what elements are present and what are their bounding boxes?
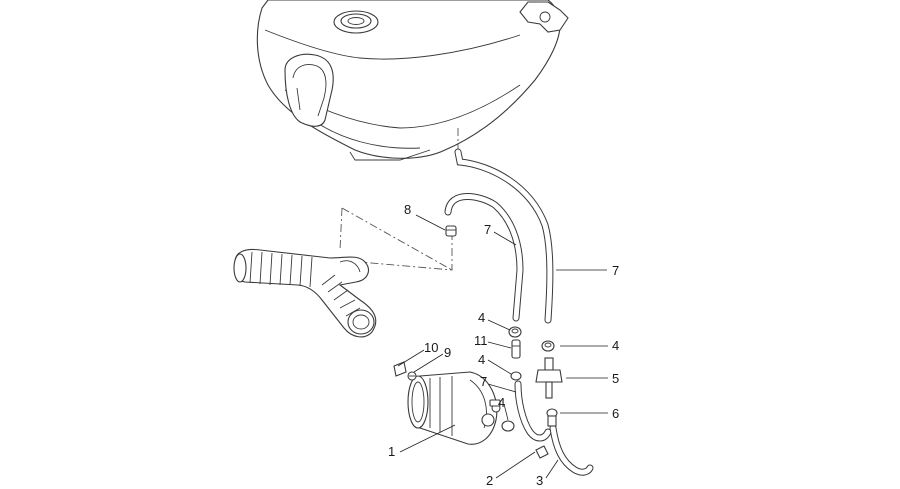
callout-3: 3 [536, 473, 543, 488]
callout-9: 9 [444, 345, 451, 360]
evap-canister [407, 371, 501, 445]
breather-hose-mid [444, 193, 524, 322]
callout-7-b: 7 [612, 263, 619, 278]
fuel-tank [256, 0, 569, 161]
clamp-4c [541, 340, 555, 352]
center-line-intake-c [359, 232, 453, 271]
clamp-6 [546, 408, 558, 427]
callout-11: 11 [474, 333, 488, 348]
bracket-10 [393, 361, 407, 377]
callout-2: 2 [486, 473, 493, 488]
callout-1: 1 [388, 444, 395, 459]
callout-labels: 1 2 3 4 4 4 4 5 6 7 7 7 8 9 10 11 [388, 202, 619, 488]
callout-6: 6 [612, 406, 619, 421]
screw-9 [407, 371, 417, 381]
callout-7-c: 7 [480, 374, 487, 389]
clamp-4a [508, 326, 522, 338]
plug-8 [445, 225, 457, 237]
fitting-11 [511, 339, 521, 359]
callout-4-c: 4 [612, 338, 619, 353]
breather-hose-short [514, 380, 552, 442]
callout-4-b: 4 [478, 352, 485, 367]
drain-hose [549, 424, 594, 476]
callout-8: 8 [404, 202, 411, 217]
center-line-intake-b [339, 207, 343, 251]
valve-5 [535, 357, 563, 399]
clip-2 [535, 445, 549, 459]
breather-hose-long [454, 148, 554, 324]
callout-7-a: 7 [484, 222, 491, 237]
callout-10: 10 [424, 340, 438, 355]
callout-4-d: 4 [498, 395, 505, 410]
leader-lines [397, 214, 608, 479]
clamp-4d [501, 420, 515, 432]
intake-duct [233, 248, 377, 338]
callout-5: 5 [612, 371, 619, 386]
clamp-4b [510, 371, 522, 381]
callout-4-a: 4 [478, 310, 485, 325]
